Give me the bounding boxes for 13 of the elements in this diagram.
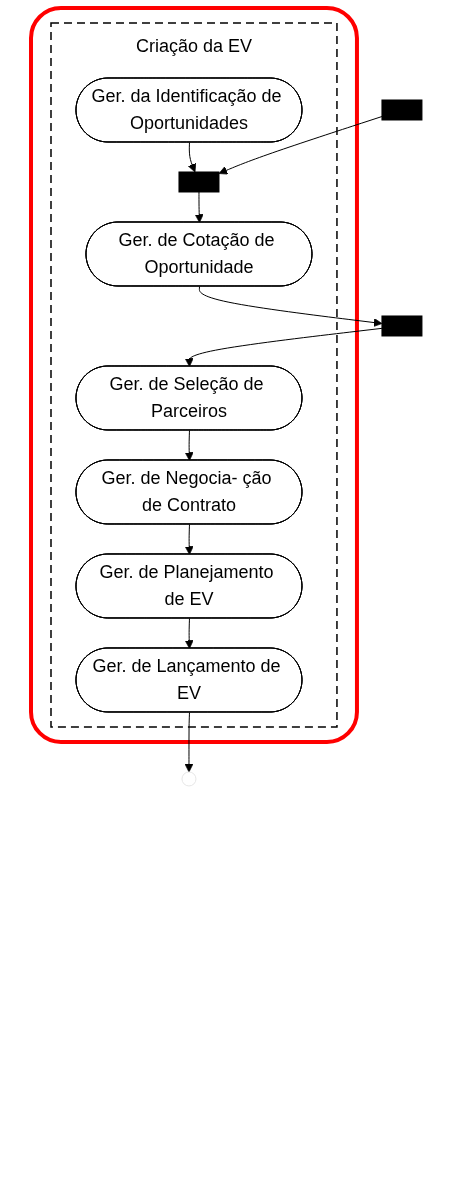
arrow	[194, 191, 204, 223]
arrow	[184, 711, 193, 773]
arrow	[187, 142, 196, 173]
arrow	[184, 327, 382, 367]
cluster	[28, 6, 359, 744]
arrow	[198, 286, 382, 327]
arrow	[184, 430, 194, 461]
arrow	[184, 618, 194, 649]
arrow	[184, 524, 194, 555]
arrow	[218, 116, 382, 175]
node-bar	[380, 99, 422, 121]
node-bar	[380, 315, 422, 337]
node-bar	[178, 171, 219, 193]
